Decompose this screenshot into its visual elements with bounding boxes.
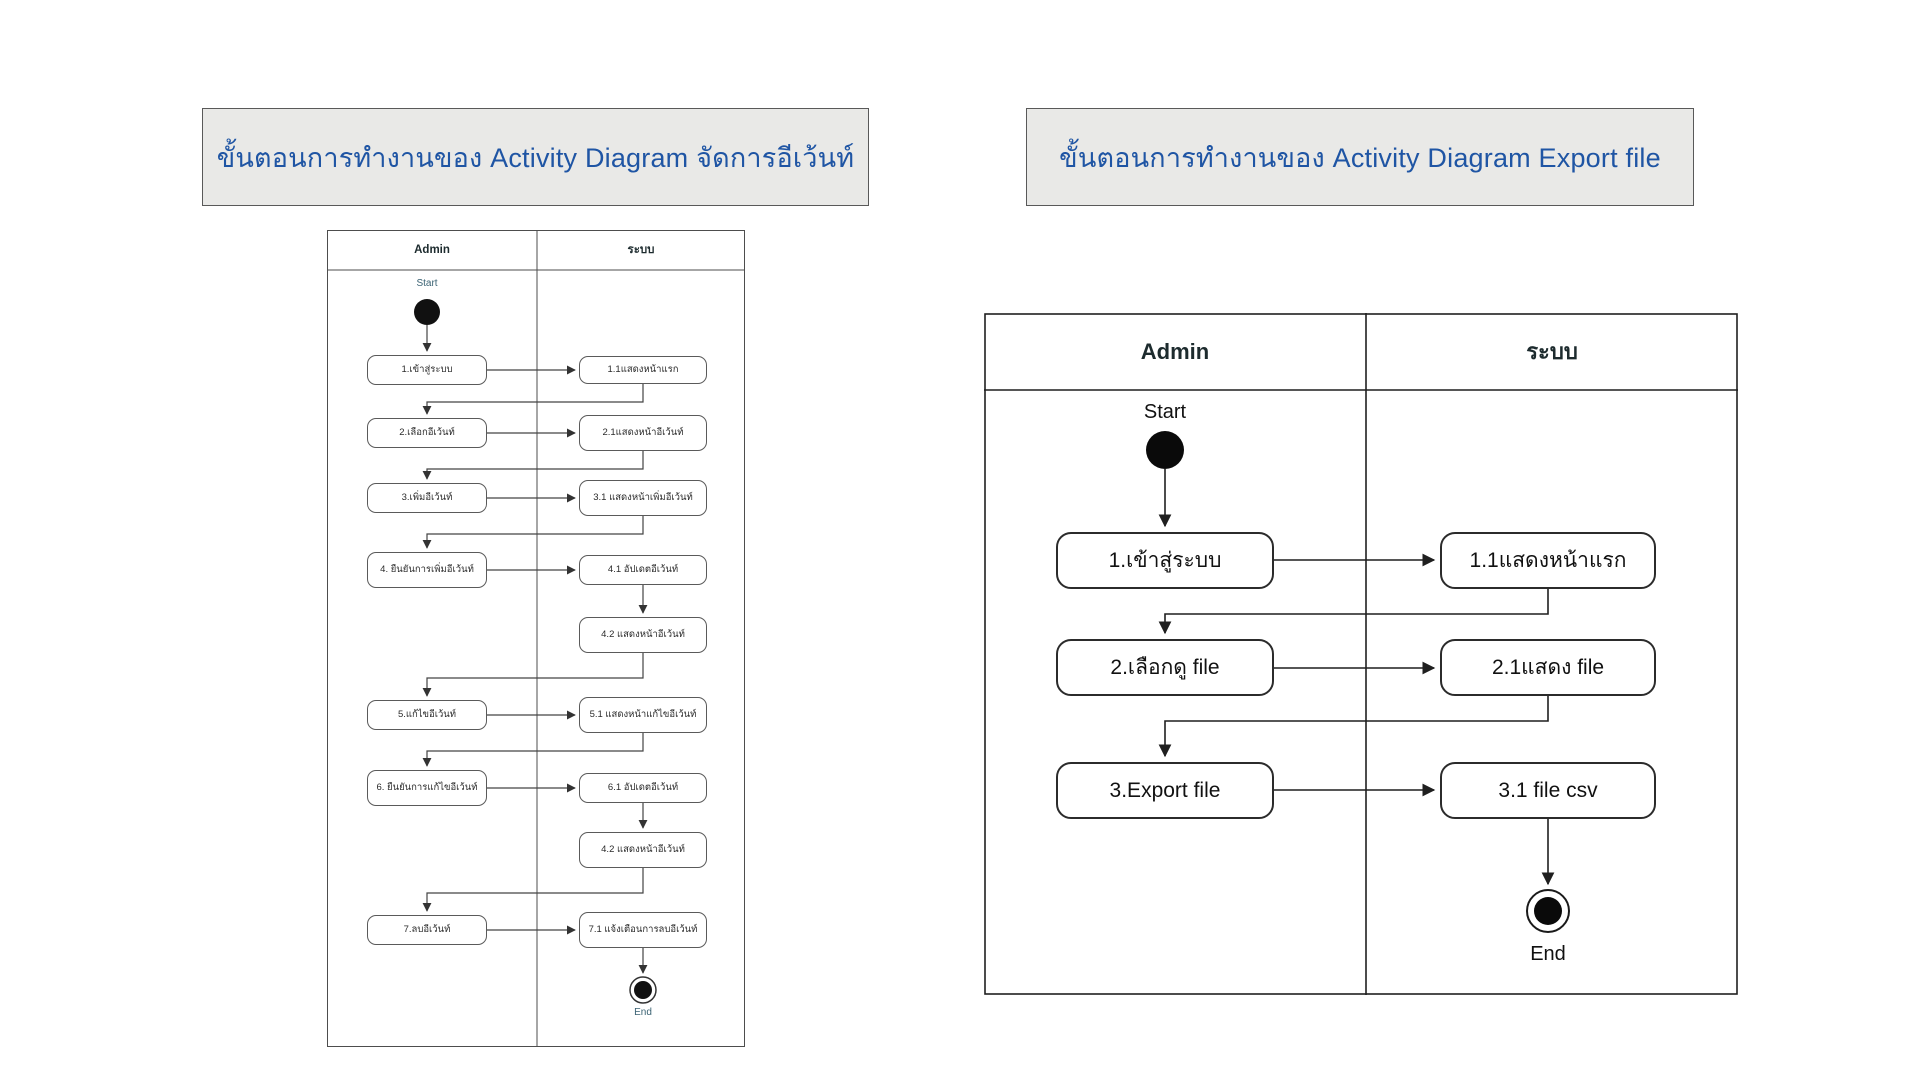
left-node-7-delete-event: 7.ลบอีเว้นท์ [367, 915, 487, 945]
left-node-5-edit-event: 5.แก้ไขอีเว้นท์ [367, 700, 487, 730]
flow-arrows [1158, 469, 1555, 886]
left-node-1-1-show-home: 1.1แสดงหน้าแรก [579, 356, 707, 384]
right-node-1-login: 1.เข้าสู่ระบบ [1056, 532, 1274, 589]
left-node-4-2b-show-event-page: 4.2 แสดงหน้าอีเว้นท์ [579, 832, 707, 868]
left-diagram-title: ขั้นตอนการทำงานของ Activity Diagram จัดก… [202, 108, 869, 206]
right-start-label: Start [1143, 401, 1187, 423]
left-node-2-1-show-event-page: 2.1แสดงหน้าอีเว้นท์ [579, 415, 707, 451]
right-end-label: End [1530, 943, 1566, 965]
left-node-1-login: 1.เข้าสู่ระบบ [367, 355, 487, 385]
right-node-3-1-file-csv: 3.1 file csv [1440, 762, 1656, 819]
activity-diagram-manage-event: Admin ระบบ Start 1.เข้าสู่ระบบ 1.1แสดงหน… [327, 230, 745, 1047]
left-diagram-connectors [327, 230, 745, 1047]
right-node-2-view-file: 2.เลือกดู file [1056, 639, 1274, 696]
left-node-5-1-show-edit-event-page: 5.1 แสดงหน้าแก้ไขอีเว้นท์ [579, 697, 707, 733]
right-node-2-1-show-file: 2.1แสดง file [1440, 639, 1656, 696]
right-diagram-connectors [984, 313, 1738, 995]
left-lane-header-system: ระบบ [627, 244, 655, 256]
left-node-3-add-event: 3.เพิ่มอีเว้นท์ [367, 483, 487, 513]
right-lane-header-system: ระบบ [1526, 339, 1578, 364]
left-lane-header-admin: Admin [414, 244, 450, 256]
right-lane-header-admin: Admin [1140, 338, 1210, 364]
left-node-4-2-show-event-page: 4.2 แสดงหน้าอีเว้นท์ [579, 617, 707, 653]
left-node-6-1-update-event: 6.1 อัปเดตอีเว้นท์ [579, 773, 707, 803]
left-node-7-1-notify-delete-event: 7.1 แจ้งเตือนการลบอีเว้นท์ [579, 912, 707, 948]
start-node-icon [414, 299, 440, 325]
left-start-label: Start [416, 278, 438, 289]
left-end-label: End [634, 1007, 652, 1018]
left-node-4-1-update-event: 4.1 อัปเดตอีเว้นท์ [579, 555, 707, 585]
left-node-4-confirm-add-event: 4. ยืนยันการเพิ่มอีเว้นท์ [367, 552, 487, 588]
right-node-1-1-show-home: 1.1แสดงหน้าแรก [1440, 532, 1656, 589]
start-node-icon [1146, 431, 1184, 469]
flow-arrows [422, 325, 648, 974]
left-node-6-confirm-edit-event: 6. ยืนยันการแก้ไขอีเว้นท์ [367, 770, 487, 806]
activity-diagram-export-file: Admin ระบบ Start 1.เข้าสู่ระบบ 1.1แสดงหน… [984, 313, 1738, 995]
left-node-2-select-event: 2.เลือกอีเว้นท์ [367, 418, 487, 448]
swimlane-frame [327, 230, 745, 1047]
swimlane-frame [984, 313, 1738, 995]
end-node-icon [1526, 889, 1570, 933]
right-node-3-export-file: 3.Export file [1056, 762, 1274, 819]
end-node-icon [629, 976, 657, 1004]
right-diagram-title: ขั้นตอนการทำงานของ Activity Diagram Expo… [1026, 108, 1694, 206]
left-node-3-1-show-add-event-page: 3.1 แสดงหน้าเพิ่มอีเว้นท์ [579, 480, 707, 516]
